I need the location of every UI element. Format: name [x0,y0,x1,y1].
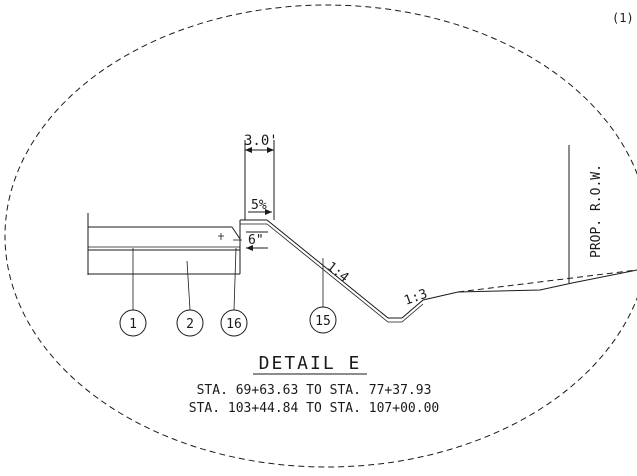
callout-leaders [132,247,324,311]
sheet-note: (1) [612,11,634,25]
cross-slope-label: 5% [251,198,267,213]
svg-text:16: 16 [226,317,242,332]
row-marker: PROP. R.O.W. [568,145,604,283]
detail-title: DETAIL E [259,353,362,374]
pavement-section [87,213,242,275]
backslope-label: 1:3 [402,287,429,309]
row-label: PROP. R.O.W. [589,164,604,258]
svg-text:2: 2 [186,317,194,332]
svg-text:15: 15 [315,314,331,329]
callout-16: 16 [220,309,248,337]
svg-text:1: 1 [129,317,137,332]
station-range-1: STA. 69+63.63 TO STA. 77+37.93 [197,383,432,398]
callout-15: 15 [309,306,337,334]
ground-profile [240,219,637,323]
width-label: 3.0' [244,133,278,149]
width-dimension: 3.0' [244,133,278,220]
depth-dimension: 6" [246,231,268,251]
detail-boundary-ellipse [4,4,637,468]
station-range-2: STA. 103+44.84 TO STA. 107+00.00 [189,401,439,416]
depth-label: 6" [248,233,264,248]
cross-slope-dimension: 5% [248,198,272,215]
callout-1: 1 [119,309,147,337]
foreslope-label: 1:4 [324,259,352,285]
callout-2: 2 [176,309,204,337]
